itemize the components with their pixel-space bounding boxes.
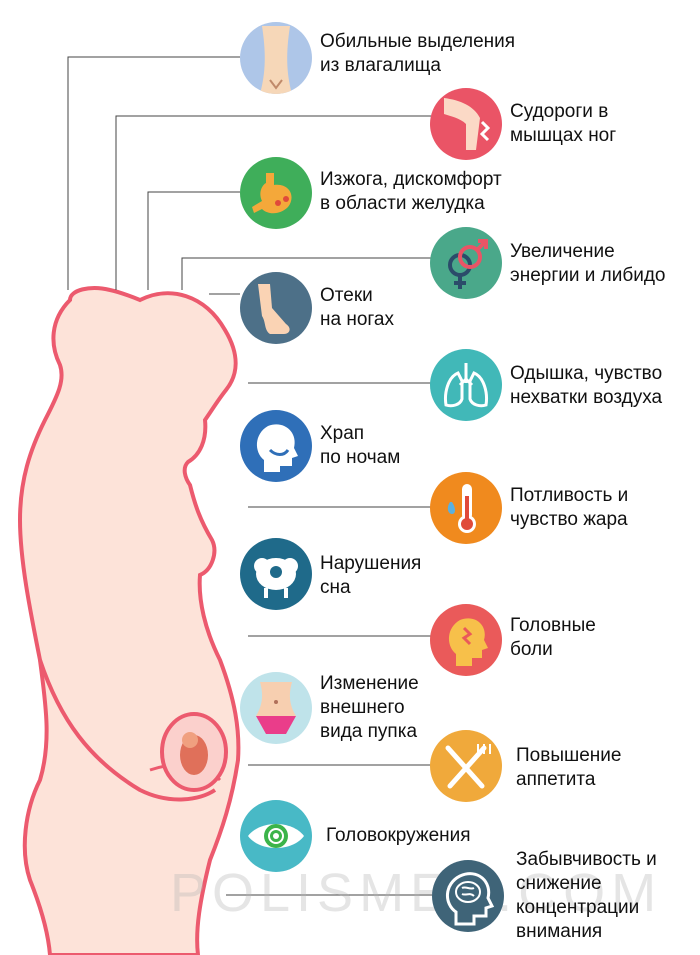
connector-heartburn [147,191,240,290]
woman-silhouette [17,286,241,955]
legs-cramp-icon [430,88,502,160]
connector-cramps [115,115,432,290]
arm-line [38,659,217,802]
gender-symbols-icon [430,227,502,299]
watermark-text: POLISMED.COM [170,863,663,923]
belly-icon [240,22,312,94]
thermometer-icon [430,472,502,544]
fork-knife-icon [430,730,502,802]
lungs-icon [430,349,502,421]
headache-icon [430,604,502,676]
connector-lines [67,56,432,896]
navel-icon [240,672,312,744]
connector-discharge [67,56,240,290]
head-profile-icon [240,410,312,482]
stomach-icon [240,157,312,229]
swollen-leg-icon [240,272,312,344]
sheep-icon [240,538,312,610]
fetus-head [182,732,198,748]
brain-head-icon [432,860,504,932]
connector-energy [181,257,432,290]
symptom-label: Головокружения [326,825,471,846]
dizzy-eye-icon [240,800,312,872]
